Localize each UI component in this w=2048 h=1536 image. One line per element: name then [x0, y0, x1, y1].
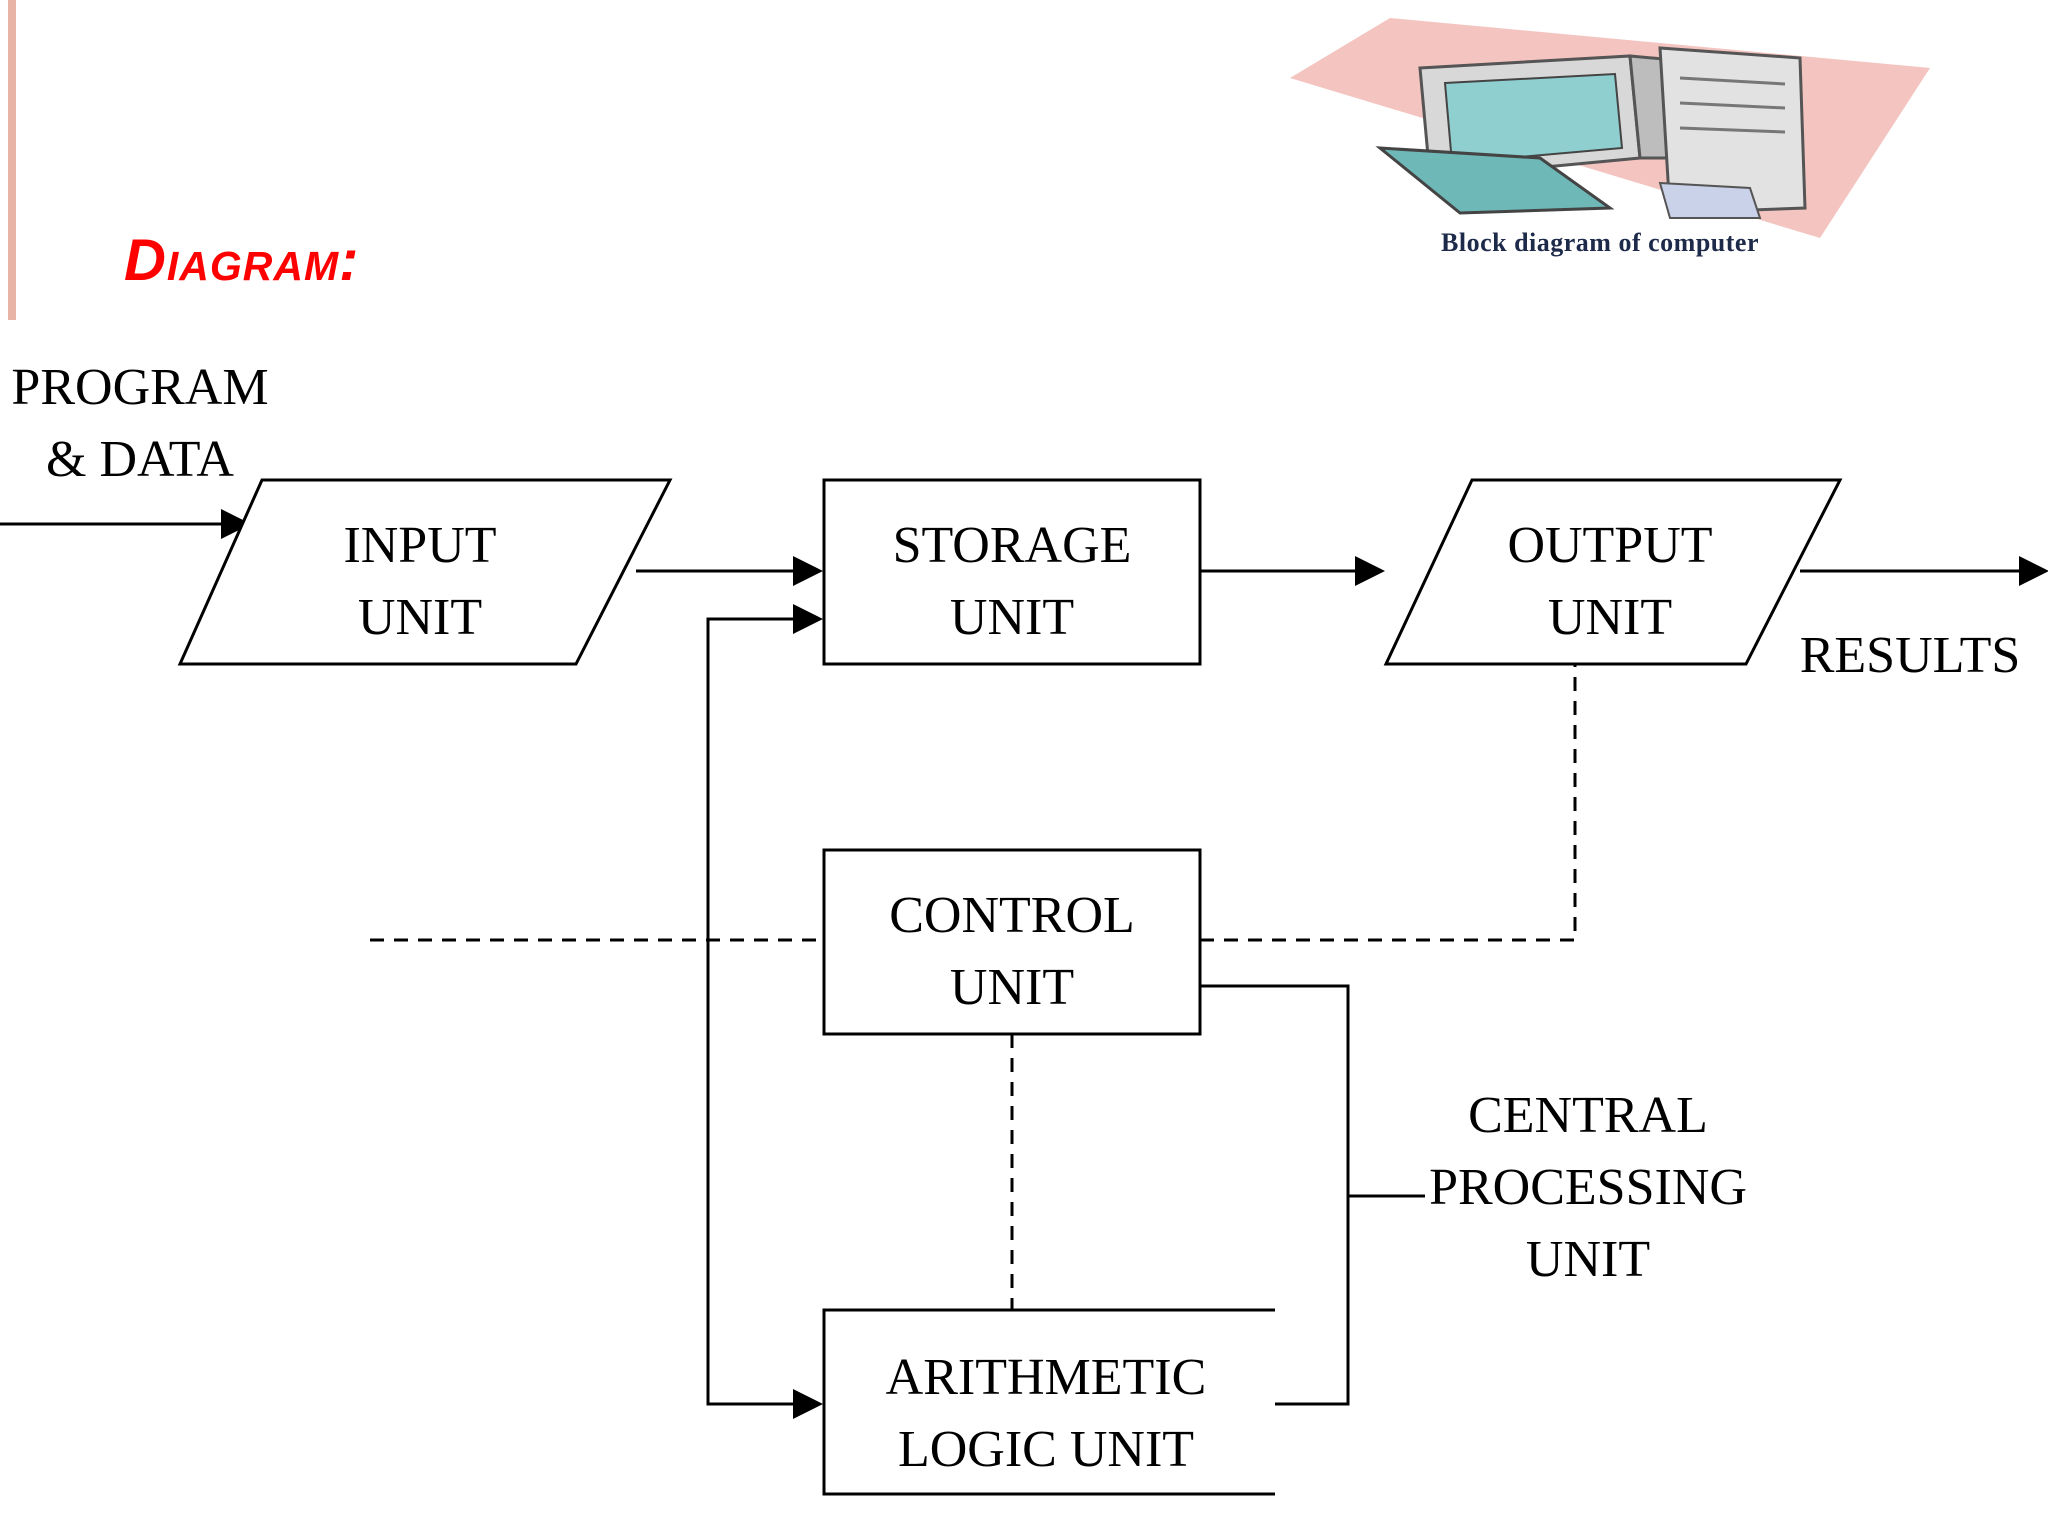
- alu-block: [822, 1308, 1275, 1496]
- input-unit-label-line1: INPUT: [343, 517, 496, 574]
- cpu-label-line1: CENTRAL: [1468, 1087, 1708, 1144]
- input-unit-label-line2: UNIT: [358, 589, 482, 646]
- program-data-label-line1: PROGRAM: [11, 359, 268, 416]
- control-signal-output: [1200, 664, 1577, 942]
- computer-icon: [1290, 18, 1930, 238]
- clipart-caption: Block diagram of computer: [1441, 228, 1759, 257]
- results-label: RESULTS: [1800, 627, 2021, 684]
- cpu-label-line2: PROCESSING: [1429, 1159, 1747, 1216]
- storage-unit-label-line1: STORAGE: [893, 517, 1132, 574]
- storage-unit-label-line2: UNIT: [950, 589, 1074, 646]
- cpu-label-line3: UNIT: [1526, 1231, 1650, 1288]
- output-unit-block: [1383, 478, 1843, 666]
- control-unit-block: [822, 848, 1202, 1036]
- alu-label-line2: LOGIC UNIT: [898, 1421, 1194, 1478]
- output-unit-label-line1: OUTPUT: [1507, 517, 1712, 574]
- input-unit-block: [177, 478, 673, 666]
- control-unit-label-line1: CONTROL: [889, 887, 1135, 944]
- control-unit-label-line2: UNIT: [950, 959, 1074, 1016]
- alu-to-storage-arrow: [706, 604, 823, 1406]
- slide-heading: Diagram:: [124, 228, 360, 293]
- alu-label-line1: ARITHMETIC: [886, 1349, 1207, 1406]
- storage-unit-block: [822, 478, 1202, 666]
- slide-accent-bar: [8, 0, 16, 320]
- output-unit-label-line2: UNIT: [1548, 589, 1672, 646]
- program-data-label-line2: & DATA: [46, 431, 234, 488]
